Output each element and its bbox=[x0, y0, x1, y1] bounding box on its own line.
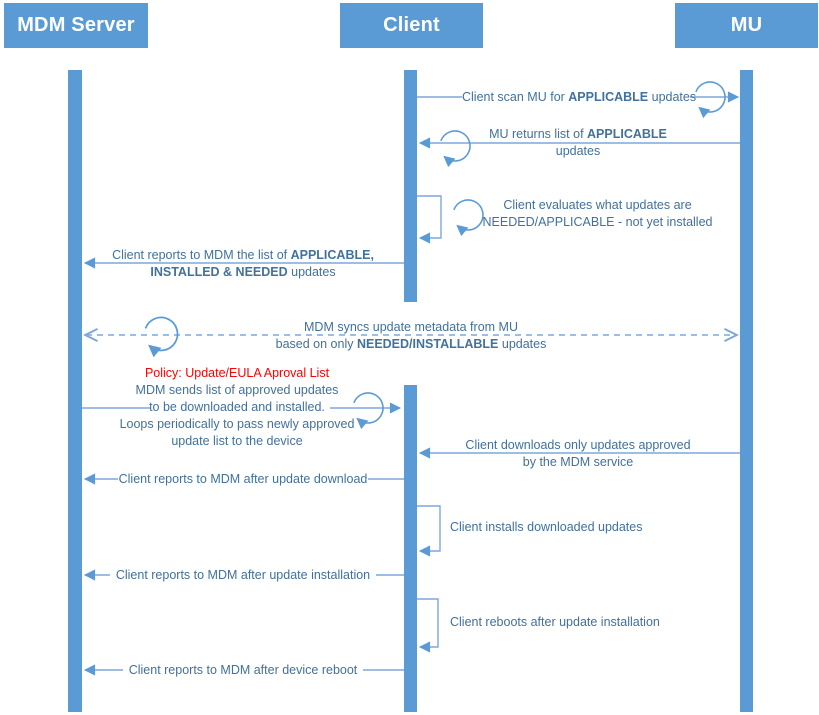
label-report-reboot-message: Client reports to MDM after device reboo… bbox=[123, 662, 363, 679]
actor-box-client: Client bbox=[340, 3, 483, 48]
label-policy-title: Policy: Update/EULA Aproval List bbox=[144, 366, 330, 380]
loop-arrow-icon bbox=[145, 317, 177, 350]
loop-arrow-icon bbox=[696, 82, 725, 112]
actor-label-mdm-server: MDM Server bbox=[17, 14, 135, 36]
actor-box-mu: MU bbox=[675, 3, 818, 48]
label-report-install-message: Client reports to MDM after update insta… bbox=[110, 567, 376, 584]
actor-box-mdm-server: MDM Server bbox=[4, 3, 148, 48]
actor-label-mu: MU bbox=[730, 14, 763, 36]
lifeline-client-upper bbox=[404, 70, 417, 302]
lifeline-client-lower bbox=[404, 385, 417, 712]
lifeline-mdm-server bbox=[68, 70, 82, 712]
label-report-download-message: Client reports to MDM after update downl… bbox=[118, 471, 368, 488]
actor-label-client: Client bbox=[383, 14, 440, 36]
lifeline-mu bbox=[740, 70, 753, 712]
label-installs-message: Client installs downloaded updates bbox=[450, 520, 643, 534]
label-scan-message: Client scan MU for APPLICABLE updates bbox=[462, 89, 697, 106]
self-message-bracket-evaluates bbox=[417, 195, 442, 244]
self-message-bracket-installs bbox=[417, 505, 441, 557]
self-message-bracket-reboots bbox=[417, 598, 439, 653]
label-reboots-message: Client reboots after update installation bbox=[450, 615, 660, 629]
label-reports-list-message: Client reports to MDM the list of APPLIC… bbox=[112, 248, 374, 279]
